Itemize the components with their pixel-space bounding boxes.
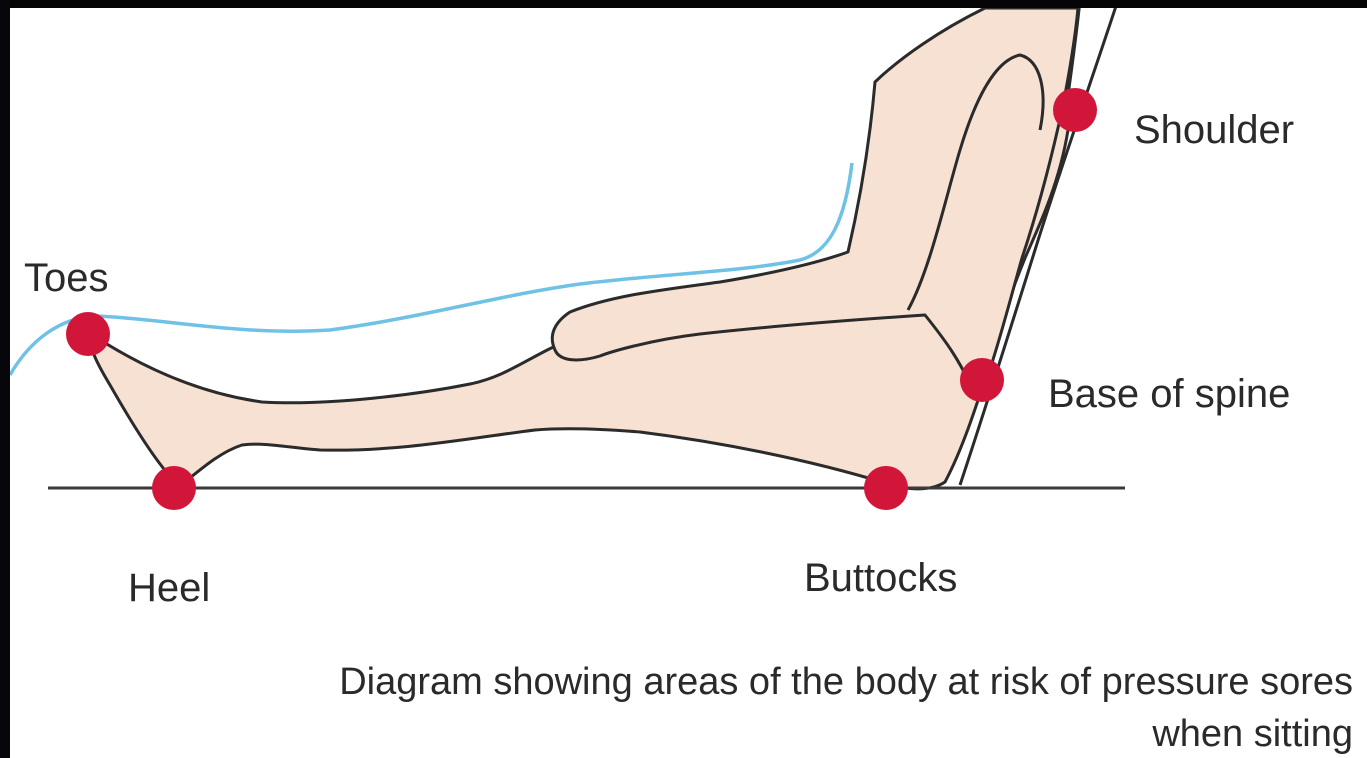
pressure-point-base-of-spine [960,358,1004,402]
label-shoulder: Shoulder [1134,110,1294,150]
pressure-point-shoulder [1053,88,1097,132]
left-border [0,0,10,758]
label-base-of-spine: Base of spine [1048,374,1290,414]
diagram-panel: Toes Heel Buttocks Base of spine Shoulde… [10,8,1367,758]
diagram-caption: Diagram showing areas of the body at ris… [339,656,1353,758]
label-toes: Toes [24,258,109,298]
pressure-point-toes [66,312,110,356]
caption-line-1: Diagram showing areas of the body at ris… [339,656,1353,708]
pressure-point-heel [152,466,196,510]
pressure-point-buttocks [864,466,908,510]
label-heel: Heel [128,568,210,608]
top-border [0,0,1367,8]
label-buttocks: Buttocks [804,558,957,598]
caption-line-2: when sitting [339,708,1353,758]
